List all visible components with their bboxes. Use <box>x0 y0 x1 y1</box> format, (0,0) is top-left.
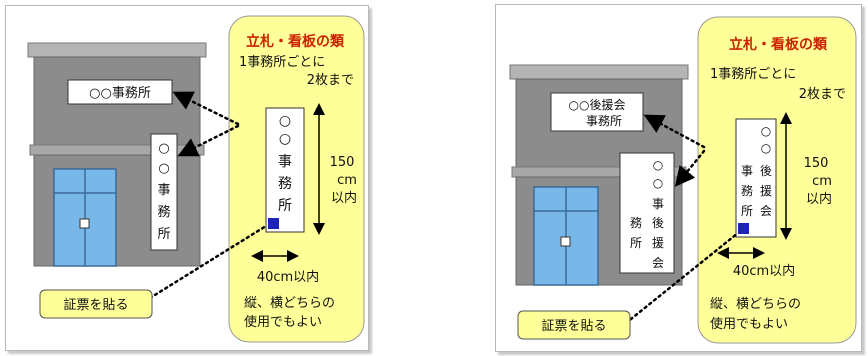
door-handle <box>79 218 90 229</box>
usage-note-line2: 使用でもよい <box>710 316 788 332</box>
office-building <box>27 42 207 267</box>
sample-sign-text: ○ ○ 事 務 所 後 援 会 <box>741 124 772 218</box>
height-unit: cm <box>337 173 357 188</box>
height-unit: cm <box>812 174 832 189</box>
sample-sign-char: 所 <box>741 204 753 218</box>
sample-sign-char: 所 <box>278 198 292 214</box>
count-limit-line1: 1事務所ごとに <box>710 66 796 82</box>
stamp-label: 証票を貼る <box>63 298 128 313</box>
usage-note-line1: 縦、横どちらの <box>244 296 335 311</box>
vertical-sign-char: 後 <box>652 216 664 230</box>
vertical-sign-char: ○ <box>653 176 663 190</box>
height-limit: 以内 <box>331 190 357 206</box>
sample-sign-char: ○ <box>761 141 771 155</box>
usage-note-line2: 使用でもよい <box>244 314 322 330</box>
vertical-sign-char: 事 <box>652 197 664 211</box>
vertical-sign-char: ○ <box>158 161 169 176</box>
stamp-label-box <box>39 289 153 319</box>
vertical-sign-char: 事 <box>157 183 170 198</box>
vertical-sign-char: 会 <box>652 256 664 270</box>
sample-sign-char: 事 <box>741 164 753 178</box>
height-value: 150 <box>804 156 829 171</box>
vertical-sign-char: ○ <box>158 141 169 156</box>
left-diagram-panel: ○○事務所 ○ ○ 事 務 所 立札・看板の類 1事務所ごとに 2枚まで ○ ○… <box>5 5 369 351</box>
sample-sign-char: 事 <box>278 154 292 170</box>
pointer-to-vertical-sign <box>177 124 240 157</box>
sample-sign <box>265 107 305 233</box>
count-limit-line2: 2枚まで <box>307 73 354 88</box>
horizontal-signboard-text: ○○事務所 <box>89 86 151 101</box>
sample-sign-char: 会 <box>760 204 772 218</box>
vertical-sign-text: ○ ○ 事 務 所 後 援 会 <box>630 158 664 270</box>
width-limit: 40cm以内 <box>733 263 795 279</box>
sample-sign-char: 務 <box>741 184 753 198</box>
horizontal-signboard-line1: ○○後援会 <box>569 98 626 112</box>
pointer-to-signboard <box>172 91 240 126</box>
height-value: 150 <box>330 155 355 170</box>
pointer-to-vertical-sign <box>674 149 706 187</box>
door-handle <box>560 236 571 247</box>
count-limit-line1: 1事務所ごとに <box>239 54 325 70</box>
vertical-sign-char: 務 <box>157 205 170 220</box>
callout-title: 立札・看板の類 <box>246 33 345 50</box>
width-limit: 40cm以内 <box>257 269 319 285</box>
count-limit-line2: 2枚まで <box>799 87 846 102</box>
sample-sign-char: ○ <box>279 131 291 147</box>
vertical-signboard <box>150 133 178 251</box>
stamp-label: 証票を貼る <box>541 319 606 334</box>
sample-sign-char: 援 <box>760 184 772 198</box>
height-limit: 以内 <box>806 191 832 207</box>
left-diagram: ○○事務所 ○ ○ 事 務 所 立札・看板の類 1事務所ごとに 2枚まで ○ ○… <box>27 15 365 343</box>
pointer-to-stamp <box>624 231 740 325</box>
vertical-sign-char: 務 <box>630 216 642 230</box>
usage-note-line1: 縦、横どちらの <box>710 297 801 312</box>
sample-sign-char: 務 <box>278 176 292 192</box>
vertical-sign-char: 所 <box>157 227 170 242</box>
building-roof <box>509 64 689 80</box>
regulation-callout <box>697 16 857 344</box>
sample-sign-char: 後 <box>760 164 772 178</box>
sample-sign-char: ○ <box>761 124 771 138</box>
horizontal-signboard-line2: 事務所 <box>586 114 622 128</box>
building-ledge <box>29 144 205 156</box>
horizontal-signboard <box>550 92 644 132</box>
vertical-sign-text: ○ ○ 事 務 所 <box>157 141 170 242</box>
vertical-signboard <box>619 152 675 274</box>
stamp-label-box <box>517 310 631 340</box>
vertical-sign-char: 所 <box>630 236 642 250</box>
sample-sign <box>735 118 777 238</box>
vertical-sign-char: ○ <box>653 158 663 172</box>
right-diagram: ○○後援会 事務所 ○ ○ 事 務 所 後 援 会 立札・看板の類 1事務所ごと… <box>509 16 857 344</box>
sample-sign-char: ○ <box>279 113 291 129</box>
stamp-square <box>268 218 279 229</box>
callout-title: 立札・看板の類 <box>729 36 828 53</box>
pointer-to-stamp <box>148 224 268 300</box>
stamp-square <box>738 223 749 234</box>
pointer-to-signboard <box>643 114 706 149</box>
vertical-sign-char: 援 <box>652 236 664 250</box>
horizontal-signboard <box>67 79 173 105</box>
sample-sign-text: ○ ○ 事 務 所 <box>278 113 292 214</box>
building-roof <box>27 42 207 58</box>
right-diagram-panel: ○○後援会 事務所 ○ ○ 事 務 所 後 援 会 立札・看板の類 1事務所ごと… <box>495 4 862 352</box>
